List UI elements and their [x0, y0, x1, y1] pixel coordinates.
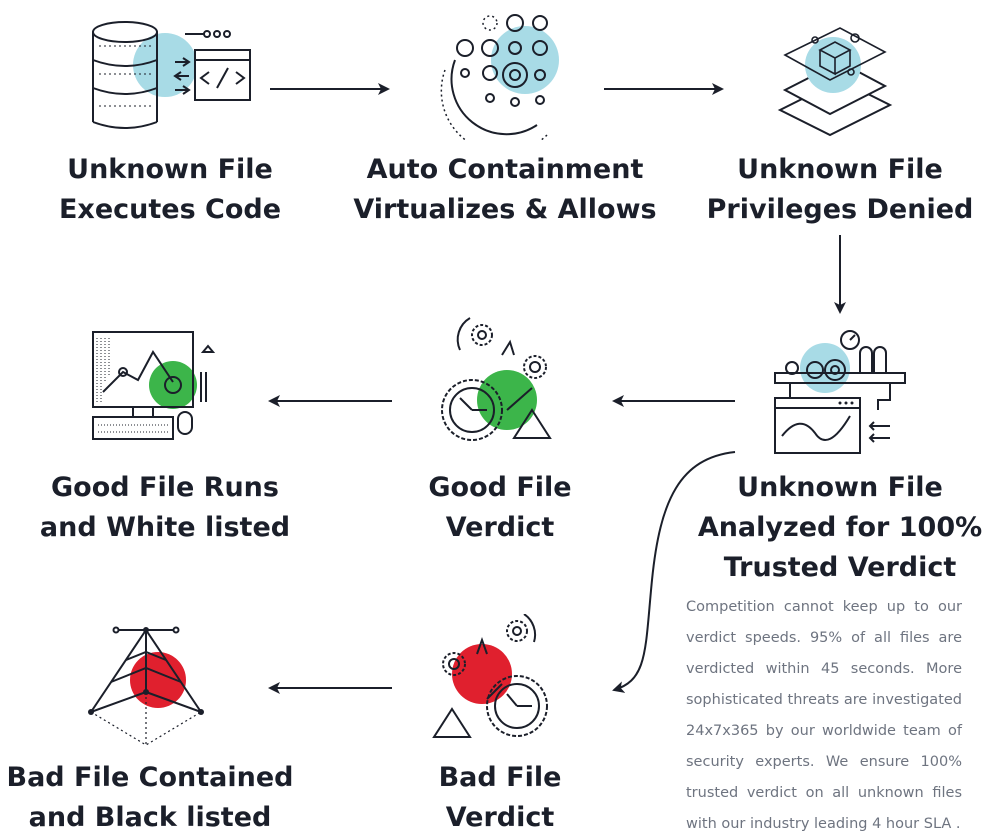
step-label-bad-contained: Bad File Contained and Black listed [0, 758, 300, 838]
verdict-description: Competition cannot keep up to our verdic… [686, 599, 962, 832]
step-label-good-runs: Good File Runs and White listed [20, 468, 310, 548]
step-label-analyzed: Unknown File Analyzed for 100% Trusted V… [690, 468, 990, 588]
step-label-good-verdict: Good File Verdict [400, 468, 600, 548]
label-line: Good File [428, 472, 572, 503]
label-line: and Black listed [28, 802, 272, 833]
pyramid-icon [76, 620, 216, 750]
label-line: Executes Code [58, 194, 282, 225]
label-line: Bad File Contained [6, 762, 294, 793]
database-code-icon [85, 10, 255, 140]
step-label-auto-containment: Auto Containment Virtualizes & Allows [350, 150, 660, 230]
label-line: Unknown File [737, 154, 943, 185]
label-line: Verdict [445, 512, 555, 543]
label-line: Privileges Denied [706, 194, 974, 225]
label-line: Bad File [438, 762, 562, 793]
good-gears-icon [432, 310, 562, 450]
step-label-privileges-denied: Unknown File Privileges Denied [700, 150, 980, 230]
computer-chart-icon [88, 322, 218, 452]
step-label-unknown-file-executes-code: Unknown File Executes Code [35, 150, 305, 230]
label-line: Auto Containment [366, 154, 644, 185]
label-line: Unknown File [67, 154, 273, 185]
label-line: Verdict [445, 802, 555, 833]
layered-cube-icon [775, 10, 905, 140]
label-line: and White listed [39, 512, 291, 543]
gears-cluster-icon [437, 10, 567, 154]
step-label-bad-verdict: Bad File Verdict [400, 758, 600, 838]
label-line: Trusted Verdict [723, 552, 957, 583]
label-line: Analyzed for 100% [697, 512, 983, 543]
arrow-step4-to-step7 [612, 451, 736, 693]
label-line: Good File Runs [51, 472, 279, 503]
analysis-machine-icon [770, 318, 910, 458]
label-line: Virtualizes & Allows [353, 194, 657, 225]
label-line: Unknown File [737, 472, 943, 503]
bad-gears-icon [432, 613, 562, 754]
